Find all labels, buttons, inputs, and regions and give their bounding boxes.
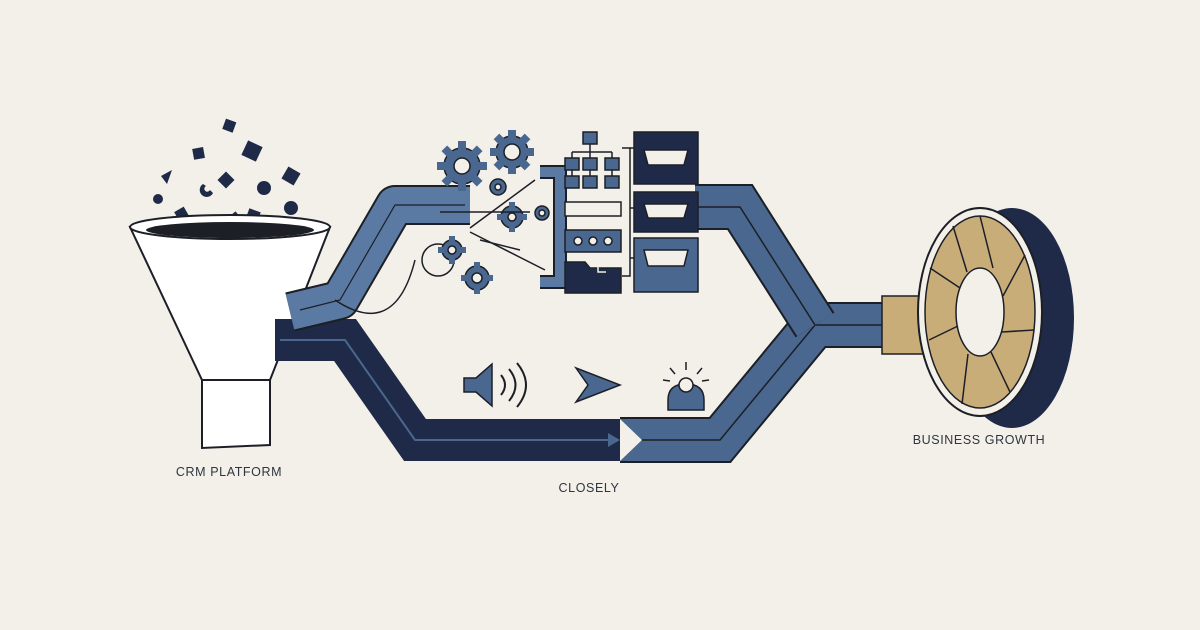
speaker-icon (463, 362, 527, 408)
paper-plane-icon (573, 366, 623, 404)
branch-arrows (440, 179, 546, 271)
pipe-connector (540, 165, 567, 289)
blue-pipeline (620, 184, 900, 463)
crm-platform-label: CRM PLATFORM (175, 465, 283, 479)
dark-pipeline (275, 319, 625, 461)
data-shapes (153, 118, 301, 225)
folder-icon (564, 261, 622, 294)
closely-label: CLOSELY (558, 481, 620, 495)
alert-person-icon (662, 362, 710, 411)
shutter-target-icon (917, 207, 1074, 428)
inbox-tray-icon (633, 131, 699, 293)
org-chart-icon (564, 131, 622, 253)
business-growth-label: BUSINESS GROWTH (912, 433, 1046, 447)
